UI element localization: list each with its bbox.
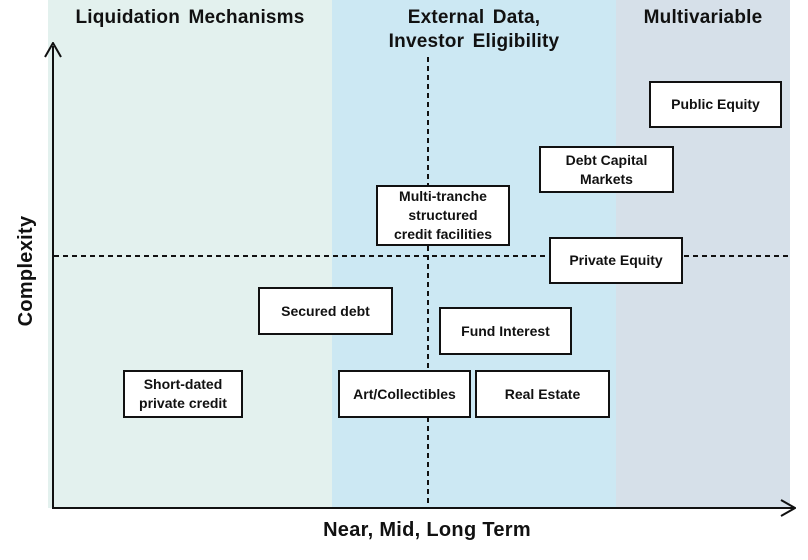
node-label: Private Equity [569,252,663,268]
node-label: structured [408,207,478,223]
zone-header-line: Liquidation Mechanisms [75,7,305,28]
node-label: Secured debt [281,302,370,319]
node-label: Markets [580,170,633,187]
y-axis-arrow-icon [44,42,62,58]
y-axis-label: Complexity [15,215,37,327]
x-axis-line [52,507,794,509]
node-label: Short-dated [143,376,223,392]
node-label: Art/Collectibles [353,385,456,402]
node-art-collectibles: Art/Collectibles [338,370,471,418]
zone-header-line: Multivariable [643,7,763,28]
node-multi-tranche-structured-credit-facilities: Multi-tranche structured credit faciliti… [376,185,510,246]
vertical-dashed-reference-line [427,57,429,508]
x-axis-arrow-icon [780,499,796,517]
zone-header-multivariable: Multivariable [616,6,790,30]
zone-header-line: External Data, [407,7,541,28]
node-label: Multi-tranche [399,188,487,204]
node-label: private credit [139,395,227,411]
node-real-estate: Real Estate [475,370,610,418]
zone-header-line: Investor Eligibility [388,31,560,52]
node-short-dated-private-credit: Short-dated private credit [123,370,243,418]
node-label: Debt Capital [565,151,648,168]
node-label: credit facilities [393,226,493,242]
node-debt-capital-markets: Debt Capital Markets [539,146,674,193]
zone-band-liquidation-mechanisms [48,0,332,508]
horizontal-dashed-reference-line [54,255,790,257]
node-label: Public Equity [671,96,760,112]
y-axis-line [52,46,54,508]
x-axis-label: Near, Mid, Long Term [323,519,531,541]
node-fund-interest: Fund Interest [439,307,572,355]
zone-header-external-data: External Data, Investor Eligibility [332,6,616,54]
zone-header-liquidation-mechanisms: Liquidation Mechanisms [48,6,332,30]
node-public-equity: Public Equity [649,81,782,128]
node-label: Real Estate [504,385,581,402]
node-secured-debt: Secured debt [258,287,393,335]
node-private-equity: Private Equity [549,237,683,284]
node-label: Fund Interest [461,322,550,339]
